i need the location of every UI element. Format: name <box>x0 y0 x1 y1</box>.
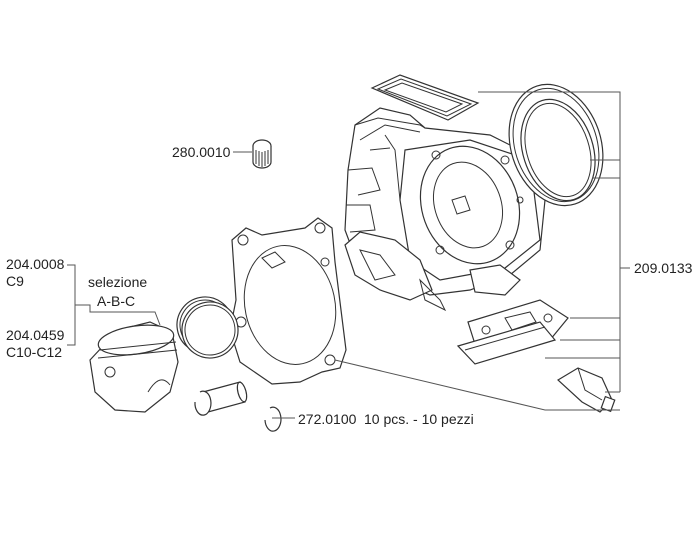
cylinder-block <box>344 107 546 312</box>
circlip-right <box>264 406 282 432</box>
needle-bearing <box>252 139 272 169</box>
piston-rings <box>176 296 239 359</box>
exhaust-gasket <box>456 299 569 365</box>
exhaust-valve-part <box>557 367 616 413</box>
clip-quantity: 10 pcs. - 10 pezzi <box>364 411 474 427</box>
piston-code-b: 204.0459 <box>6 327 65 343</box>
piston <box>89 321 179 413</box>
head-gasket <box>370 74 480 121</box>
piston-note-b: C10-C12 <box>6 344 62 360</box>
o-rings <box>508 83 604 207</box>
bearing-code: 280.0010 <box>172 144 231 160</box>
selection-values: A-B-C <box>97 293 135 309</box>
piston-note-a: C9 <box>6 273 24 289</box>
base-gasket <box>229 217 347 385</box>
clip-code: 272.0100 <box>298 411 357 427</box>
circlip-left <box>194 390 212 416</box>
leader-lines <box>67 91 630 419</box>
selection-title: selezione <box>88 274 147 290</box>
kit-code: 209.0133 <box>634 260 693 276</box>
piston-code-a: 204.0008 <box>6 256 65 272</box>
